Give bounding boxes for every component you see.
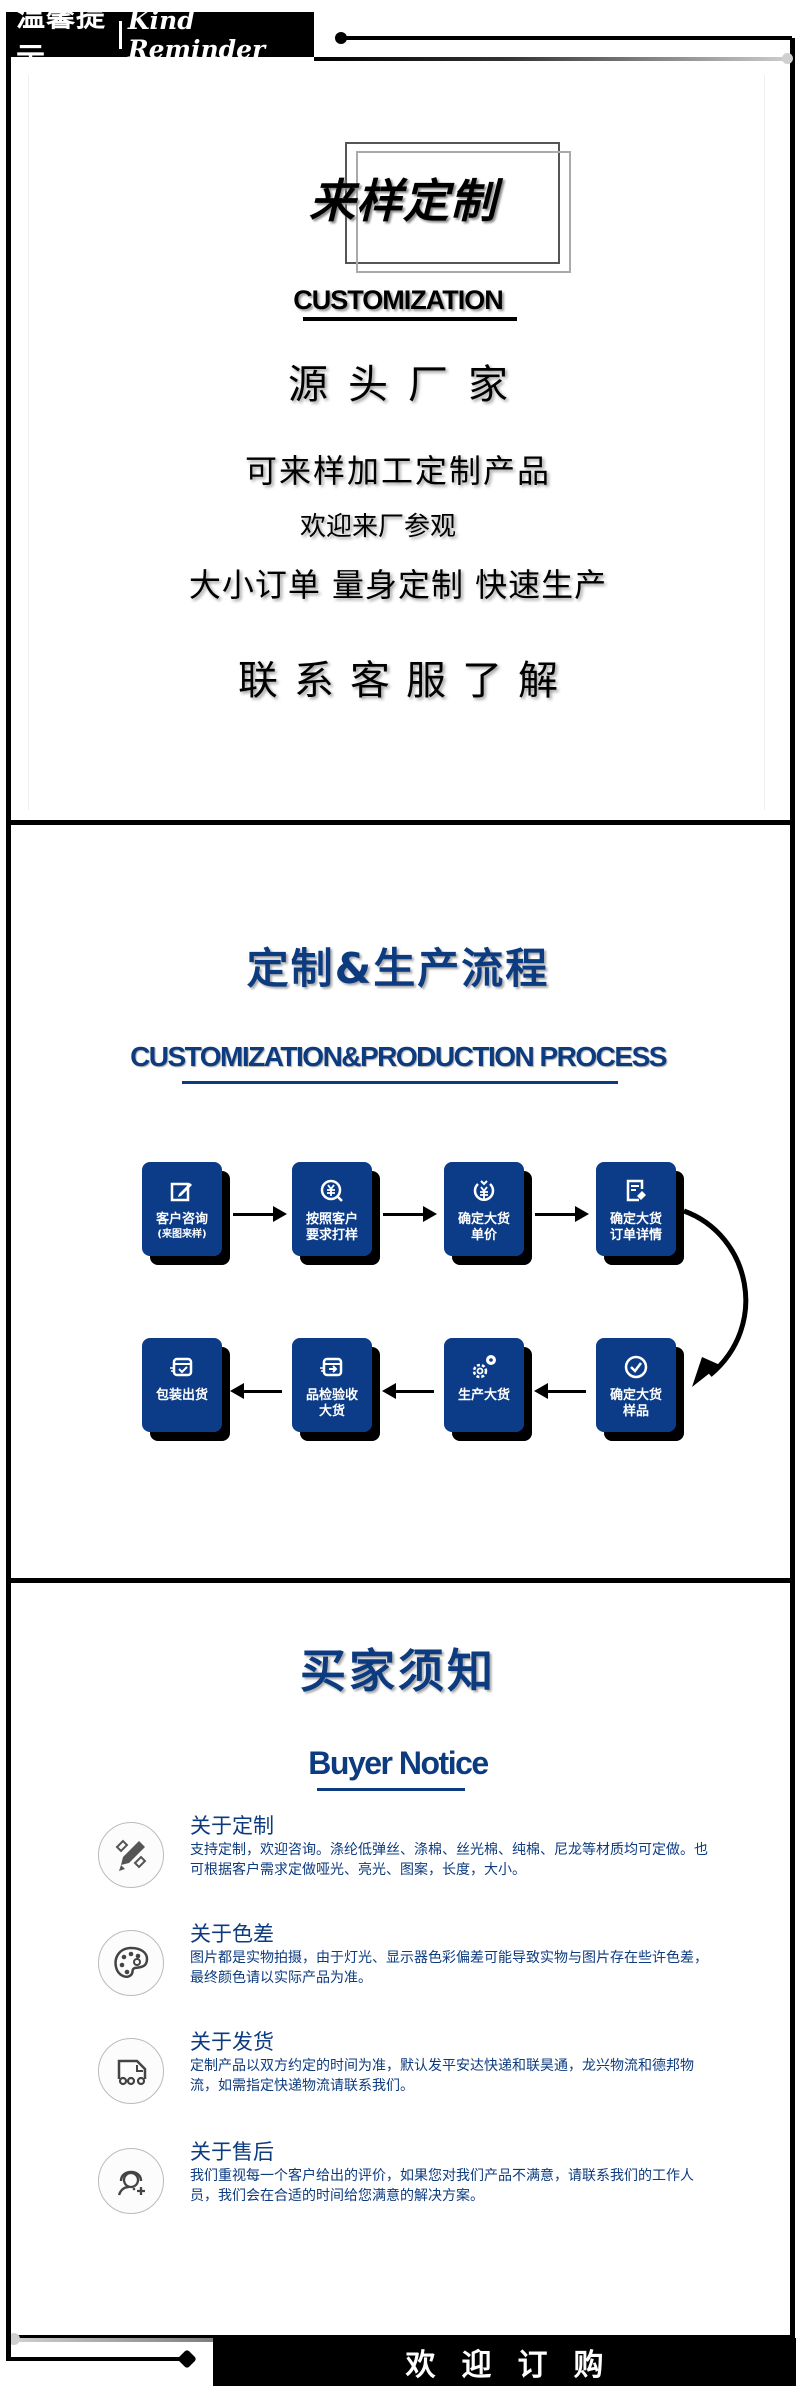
banner-separator — [119, 20, 122, 49]
decor-frame — [356, 151, 571, 273]
delivery-truck-icon — [98, 2038, 164, 2104]
decor-line — [340, 36, 792, 40]
flow-arrow-curve — [683, 1208, 749, 1387]
banner-title-en: Kind Reminder — [127, 5, 266, 64]
inner-guide-line — [28, 75, 29, 810]
step-label: 按照客户 要求打样 — [305, 1212, 358, 1243]
welcome-order-text: 欢迎订购 — [405, 2348, 630, 2383]
subtitle-underline — [303, 317, 517, 321]
step-label: 确定大货 样品 — [609, 1388, 662, 1419]
section-divider — [6, 820, 795, 825]
customer-service-icon — [98, 2148, 164, 2214]
edit-icon — [167, 1176, 197, 1206]
flow-arrow-right — [535, 1206, 589, 1222]
process-step-card: 按照客户 要求打样 — [292, 1162, 380, 1265]
decor-gradient-line — [314, 57, 792, 61]
process-step-card: 生产大货 — [444, 1338, 532, 1441]
order-tagline-text: 大小订单 量身定制 快速生产 — [188, 566, 608, 604]
step-label: 客户咨询 — [155, 1212, 208, 1227]
frame-left-border — [6, 55, 11, 2275]
step-label: 确定大货 订单详情 — [609, 1212, 662, 1243]
kind-reminder-banner: 温馨提示 Kind Reminder — [6, 0, 314, 75]
buyer-notice-subtitle: Buyer Notice — [308, 1745, 489, 1781]
process-step-card: 确定大货 订单详情 — [596, 1162, 684, 1265]
notice-body: 定制产品以双方约定的时间为准，默认发平安达快递和联昊通，龙兴物流和德邦物流，如需… — [190, 2058, 694, 2094]
section-divider — [6, 1578, 795, 1583]
notice-body: 支持定制，欢迎咨询。涤纶低弹丝、涤棉、丝光棉、纯棉、尼龙等材质均可定做。也可根据… — [190, 1842, 708, 1878]
decor-dot — [177, 2349, 197, 2369]
notice-title: 关于色差 — [190, 1922, 274, 1946]
banner-title-cn: 温馨提示 — [16, 0, 107, 75]
subtitle-underline — [317, 1788, 465, 1791]
process-title: 定制&生产流程 — [246, 944, 550, 993]
inner-guide-line — [764, 75, 765, 810]
decor-frame — [345, 142, 560, 264]
contact-service-text: 联系客服了解 — [238, 658, 574, 704]
inbox-arrow-icon — [317, 1352, 347, 1382]
step-label: 品检验收 大货 — [305, 1388, 358, 1419]
customization-title: 来样定制 — [309, 174, 497, 228]
notice-item: 关于发货 定制产品以双方约定的时间为准，默认发平安达快递和联昊通，龙兴物流和德邦… — [98, 2026, 718, 2116]
step-label: 生产大货 — [457, 1388, 510, 1403]
process-step-card: 确定大货 单价 — [444, 1162, 532, 1265]
buyer-notice-title: 买家须知 — [300, 1644, 496, 1698]
process-step-card: 客户咨询 (来图来样) — [142, 1162, 230, 1265]
notice-item: 关于售后 我们重视每一个客户给出的评价，如果您对我们产品不满意，请联系我们的工作… — [98, 2136, 718, 2226]
yuan-coin-icon — [469, 1176, 499, 1206]
factory-visit-text: 欢迎来厂参观 — [299, 512, 456, 542]
customization-subtitle: CUSTOMIZATION — [293, 285, 504, 315]
source-factory-text: 源头厂家 — [288, 362, 528, 408]
frame-right-border — [790, 38, 795, 2338]
notice-title: 关于定制 — [190, 1814, 274, 1838]
flow-arrow-right — [233, 1206, 287, 1222]
gears-icon — [469, 1352, 499, 1382]
notice-item: 关于色差 图片都是实物拍摄，由于灯光、显示器色彩偏差可能导致实物与图片存在些许色… — [98, 1918, 718, 2008]
step-sublabel: (来图来样) — [157, 1229, 207, 1240]
flow-arrow-right — [383, 1206, 437, 1222]
palette-icon — [98, 1930, 164, 1996]
process-subtitle: CUSTOMIZATION&PRODUCTION PROCESS — [130, 1041, 667, 1072]
frame-bottom-border — [6, 2335, 795, 2338]
welcome-order-banner: 欢迎订购 — [213, 2338, 796, 2386]
check-circle-icon — [621, 1352, 651, 1382]
notice-title: 关于发货 — [190, 2030, 274, 2054]
process-step-card: 品检验收 大货 — [292, 1338, 380, 1441]
flow-arrow-left — [382, 1383, 434, 1399]
process-step-card: 包装出货 — [142, 1338, 230, 1441]
step-label: 包装出货 — [155, 1388, 208, 1403]
process-step-card: 确定大货 样品 — [596, 1338, 684, 1441]
notice-title: 关于售后 — [190, 2140, 274, 2164]
sample-processing-text: 可来样加工定制产品 — [244, 452, 551, 490]
decor-corner — [6, 2270, 11, 2360]
step-label: 确定大货 单价 — [457, 1212, 510, 1243]
notice-item: 关于定制 支持定制，欢迎咨询。涤纶低弹丝、涤棉、丝光棉、纯棉、尼龙等材质均可定做… — [98, 1810, 718, 1900]
pencil-ruler-icon — [98, 1822, 164, 1888]
flow-arrow-left — [230, 1383, 282, 1399]
decor-dot — [8, 2333, 20, 2345]
order-detail-icon — [621, 1176, 651, 1206]
flow-arrow-left — [534, 1383, 586, 1399]
yuan-chat-icon — [317, 1176, 347, 1206]
decor-line — [6, 2357, 186, 2361]
decor-dot — [782, 53, 793, 64]
notice-body: 图片都是实物拍摄，由于灯光、显示器色彩偏差可能导致实物与图片存在些许色差，最终颜… — [190, 1950, 708, 1986]
notice-body: 我们重视每一个客户给出的评价，如果您对我们产品不满意，请联系我们的工作人员，我们… — [190, 2168, 694, 2204]
package-check-icon — [167, 1352, 197, 1382]
subtitle-underline — [182, 1081, 618, 1084]
